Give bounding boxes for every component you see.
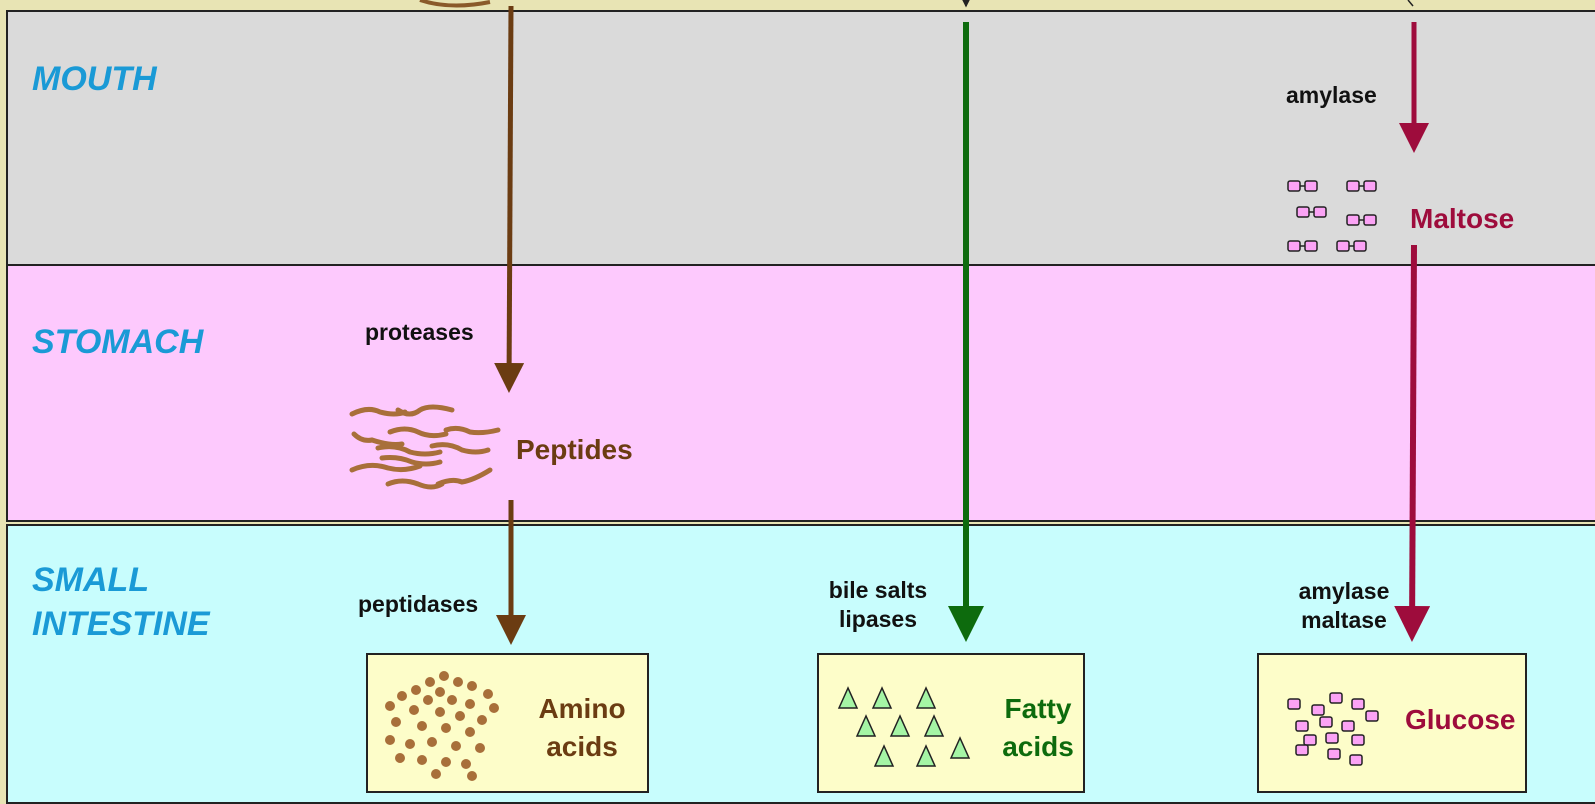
enzyme-label-bile-lipases: bile salts lipases <box>818 576 938 634</box>
enzyme-label-amylase-maltase: amylase maltase <box>1284 577 1404 635</box>
maltose-icon <box>1288 181 1376 251</box>
enzyme-label-amylase-intestine: amylase <box>1284 577 1404 606</box>
enzyme-label-peptidases: peptidases <box>358 590 478 619</box>
enzyme-label-amylase-mouth: amylase <box>1286 81 1377 110</box>
enzyme-label-maltase: maltase <box>1284 606 1404 635</box>
product-label-fatty-acids: Fatty acids <box>978 690 1098 766</box>
product-label-amino-acids: Amino acids <box>522 690 642 766</box>
product-label-amino-acids-line2: acids <box>522 728 642 766</box>
arrow-protein-to-peptides <box>509 6 511 388</box>
product-label-peptides: Peptides <box>516 431 633 469</box>
glucose-icon <box>1288 693 1378 765</box>
amino-acids-icon <box>385 671 499 781</box>
cut-off-protein-icon <box>420 0 490 6</box>
enzyme-label-proteases: proteases <box>365 318 474 347</box>
peptides-icon <box>352 407 498 487</box>
product-label-maltose: Maltose <box>1410 200 1514 238</box>
enzyme-label-lipases: lipases <box>818 605 938 634</box>
cut-off-arrow-carb <box>1408 0 1413 6</box>
product-label-fatty-acids-line2: acids <box>978 728 1098 766</box>
product-label-glucose: Glucose <box>1405 701 1515 739</box>
arrow-maltose-to-glucose <box>1412 245 1414 636</box>
enzyme-label-bile-salts: bile salts <box>818 576 938 605</box>
fatty-acids-icon <box>839 688 969 766</box>
product-label-amino: Amino <box>522 690 642 728</box>
product-label-fatty: Fatty <box>978 690 1098 728</box>
